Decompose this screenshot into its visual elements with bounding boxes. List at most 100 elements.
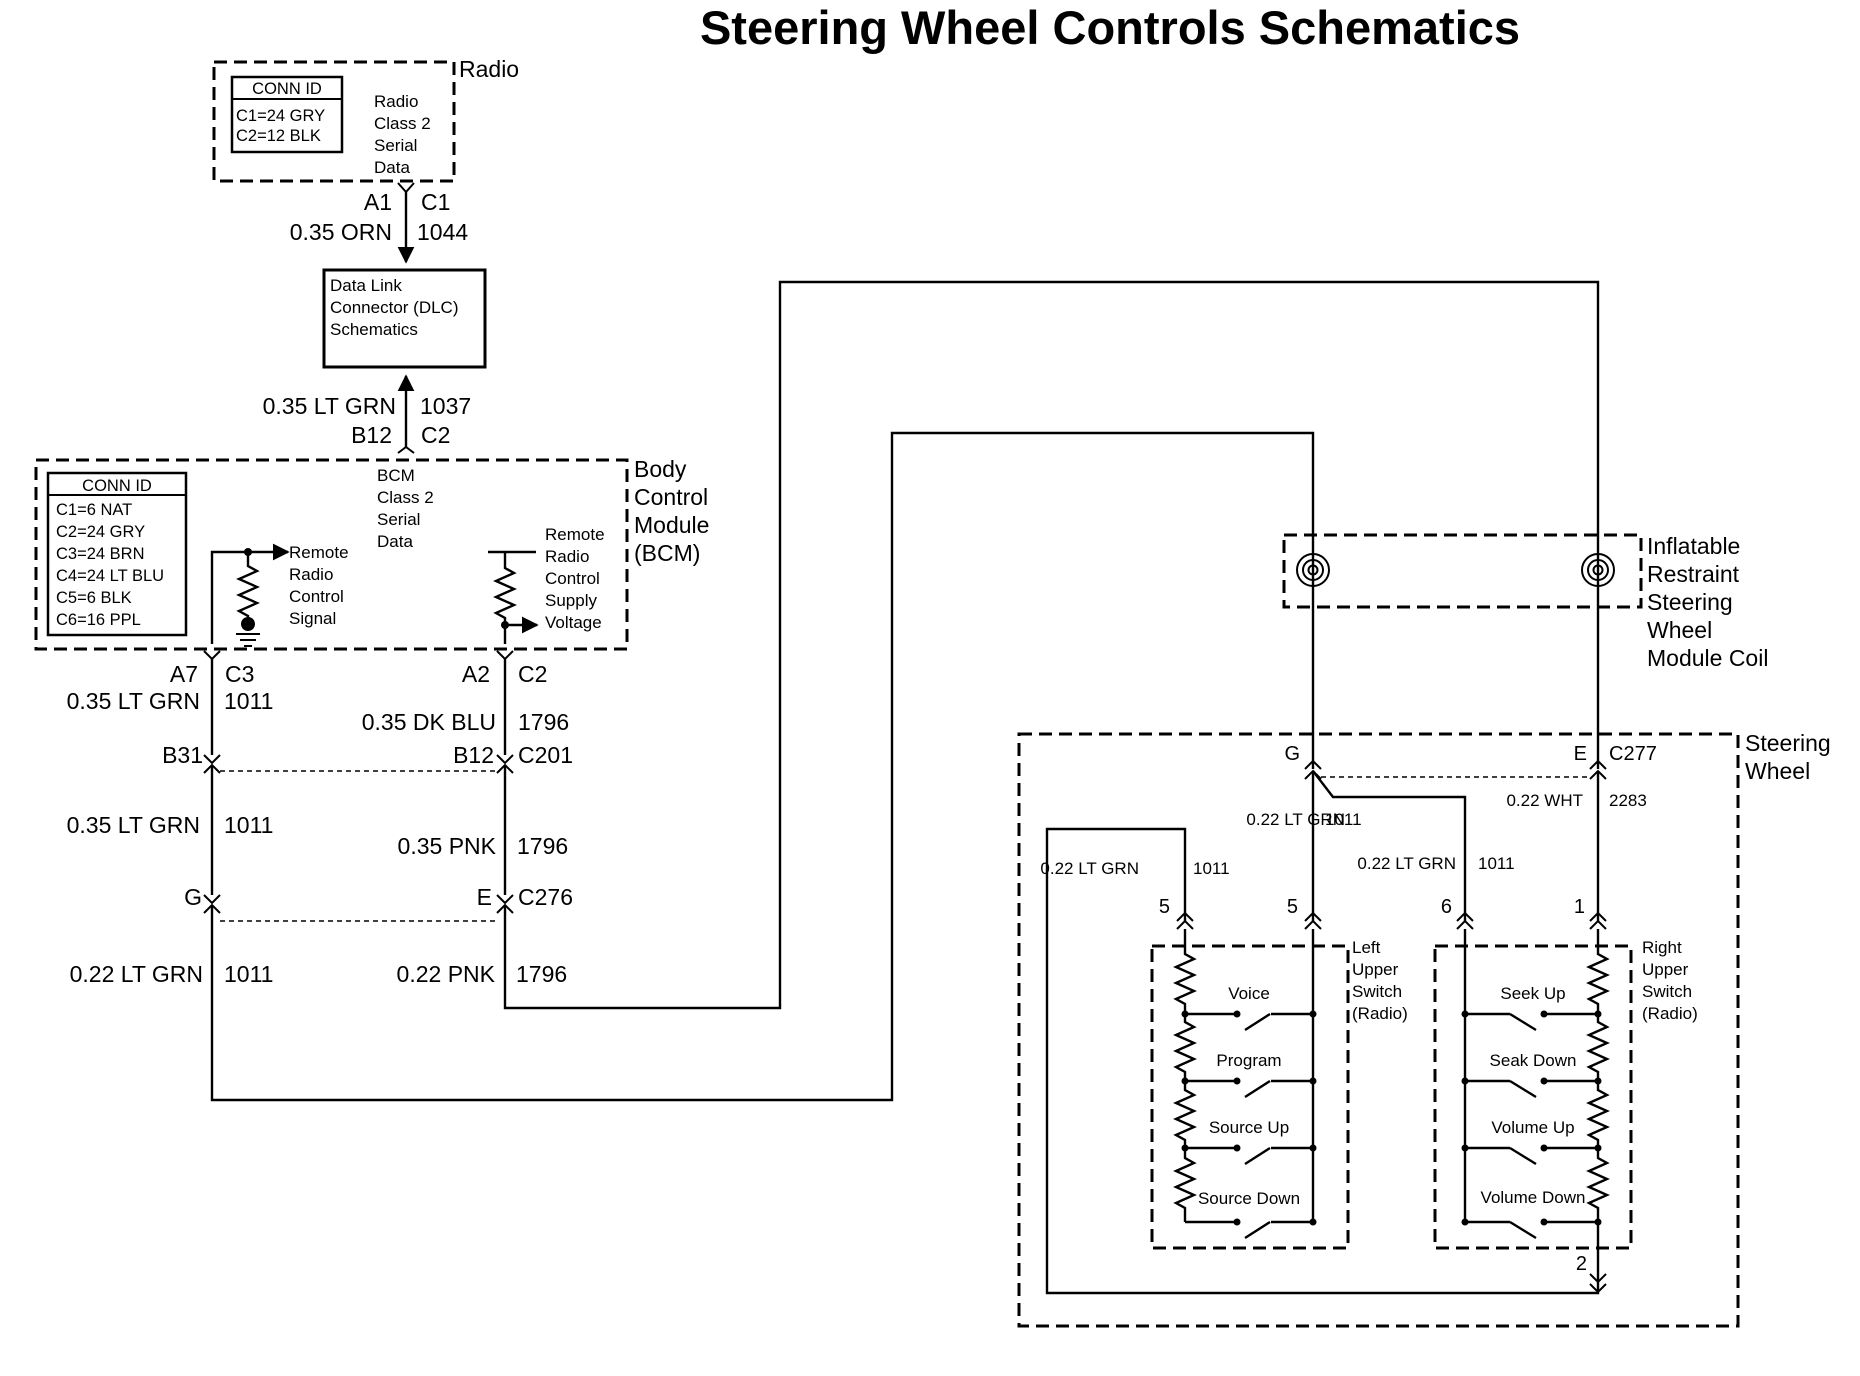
left-switch-name: Upper [1352,960,1399,979]
bcm-supply-pin: A2 [462,661,490,687]
wire-1011-circuit: 1011 [1325,810,1362,829]
switch-button-label: Source Up [1209,1118,1289,1137]
signal-label: Signal [289,609,336,628]
coil-name: Steering [1647,589,1733,615]
dlc-label: Connector (DLC) [330,298,459,317]
radio-data-label: Radio [374,92,418,111]
bcm-c2-connector-symbol [397,445,415,454]
bcm-conn-id-row: C4=24 LT BLU [56,567,164,585]
c276-supply-pin: E [477,884,492,910]
right-switch-name: (Radio) [1642,1004,1698,1023]
remote-radio-control-signal-circuit [210,543,290,647]
pin-number: 2 [1576,1253,1587,1275]
left-switch-name: Left [1352,938,1381,957]
bcm-name: (BCM) [634,540,700,566]
bcm-name: Body [634,456,687,482]
c277-connector-symbol [1304,759,1322,770]
radio-module: Radio CONN ID C1=24 GRY C2=12 BLK Radio … [212,56,519,183]
dlc-box [322,268,487,369]
pin-number: 1 [1574,896,1585,918]
radio-connector: C1 [421,189,450,215]
steering-wheel-name: Steering [1745,730,1831,756]
supply-label: Voltage [545,613,602,632]
coil-boundary [1282,533,1643,609]
coil-name: Wheel [1647,617,1712,643]
coil-name: Module Coil [1647,645,1768,671]
bcm-conn-id-table [46,471,188,637]
wire-1037-circuit: 1037 [420,393,471,419]
wire-1011-gauge: 0.35 LT GRN [67,812,200,838]
switch-button-label: Voice [1228,984,1270,1003]
dlc-label: Schematics [330,320,418,339]
right-switch-boundary [1433,944,1633,1250]
switch-contact [1461,1144,1602,1166]
bcm-signal-connector: C3 [225,661,254,687]
switch-contact [1181,1144,1317,1166]
right-switch-name: Upper [1642,960,1689,979]
bcm-data-label: Serial [377,510,420,529]
wire-1011-circuit: 1011 [1478,854,1515,873]
ground-icon [241,617,255,631]
coil-spring-icon [1581,553,1615,587]
radio-data-label: Data [374,158,410,177]
bcm-data-label: Data [377,532,413,551]
c277-pin-e: E [1574,743,1587,765]
wire-1011 [1045,827,1600,1295]
switch-contact [1181,1010,1317,1032]
bcm-name: Module [634,512,709,538]
wire-1037-gauge: 0.35 LT GRN [263,393,396,419]
bcm-c2-output-connector-symbol [496,650,514,661]
signal-label: Control [289,587,344,606]
bcm-conn-id-row: C3=24 BRN [56,545,145,563]
switch-button-label: Volume Up [1491,1118,1574,1137]
wire-1011-circuit: 1011 [224,961,273,987]
supply-label: Supply [545,591,597,610]
switch-button-label: Seak Down [1490,1051,1577,1070]
radio-pin: A1 [364,189,392,215]
c201-supply-pin: B12 [453,742,494,768]
c277-connector-label: C277 [1609,743,1657,765]
bcm-conn-id-row: C2=24 GRY [56,523,145,541]
radio-c1-connector-symbol [397,182,415,194]
bcm-conn-id-header: CONN ID [82,477,152,495]
coil-spring-icon [1296,553,1330,587]
radio-conn-id-table [230,75,344,154]
wire-1011-gauge: 0.22 LT GRN [1357,854,1456,873]
inflatable-restraint-coil: Inflatable Restraint Steering Wheel Modu… [1282,533,1768,671]
signal-label: Remote [289,543,349,562]
wire-1011-gauge: 0.22 LT GRN [70,961,203,987]
switch-contact [1461,1218,1602,1240]
left-switch-boundary [1150,944,1350,1250]
wire-1044-gauge: 0.35 ORN [290,219,392,245]
bcm-c3-connector-symbol [203,650,221,661]
switch-button-label: Source Down [1198,1189,1300,1208]
left-upper-switch: Voice Program Source Up Source Down Left… [1150,929,1408,1250]
coil-name: Inflatable [1647,533,1740,559]
pin-number: 5 [1159,896,1170,918]
bcm-conn-id-row: C5=6 BLK [56,589,132,607]
remote-radio-control-supply-circuit [488,550,539,644]
left-switch-resistor-ladder [1173,929,1197,1222]
wire-1796-circuit: 1796 [516,961,567,987]
wire-1011-gauge: 0.35 LT GRN [67,688,200,714]
bcm-data-connector: C2 [421,422,450,448]
bcm-boundary [34,458,629,651]
c201-signal-pin: B31 [162,742,203,768]
dlc-label: Data Link [330,276,402,295]
steering-wheel-name: Wheel [1745,758,1810,784]
page-title: Steering Wheel Controls Schematics [700,1,1520,54]
radio-data-label: Serial [374,136,417,155]
wire-1044-circuit: 1044 [417,219,468,245]
wire-1011 [1312,770,1467,921]
pin-number: 5 [1287,896,1298,918]
wire-1011-circuit: 1011 [224,812,273,838]
bcm-data-label: BCM [377,466,415,485]
radio-conn-id-row: C1=24 GRY [236,107,325,125]
c276-signal-pin: G [184,884,202,910]
bcm-data-label: Class 2 [377,488,434,507]
switch-button-label: Program [1216,1051,1281,1070]
radio-name: Radio [459,56,519,82]
right-switch-name: Switch [1642,982,1692,1001]
c276-connector-label: C276 [518,884,573,910]
